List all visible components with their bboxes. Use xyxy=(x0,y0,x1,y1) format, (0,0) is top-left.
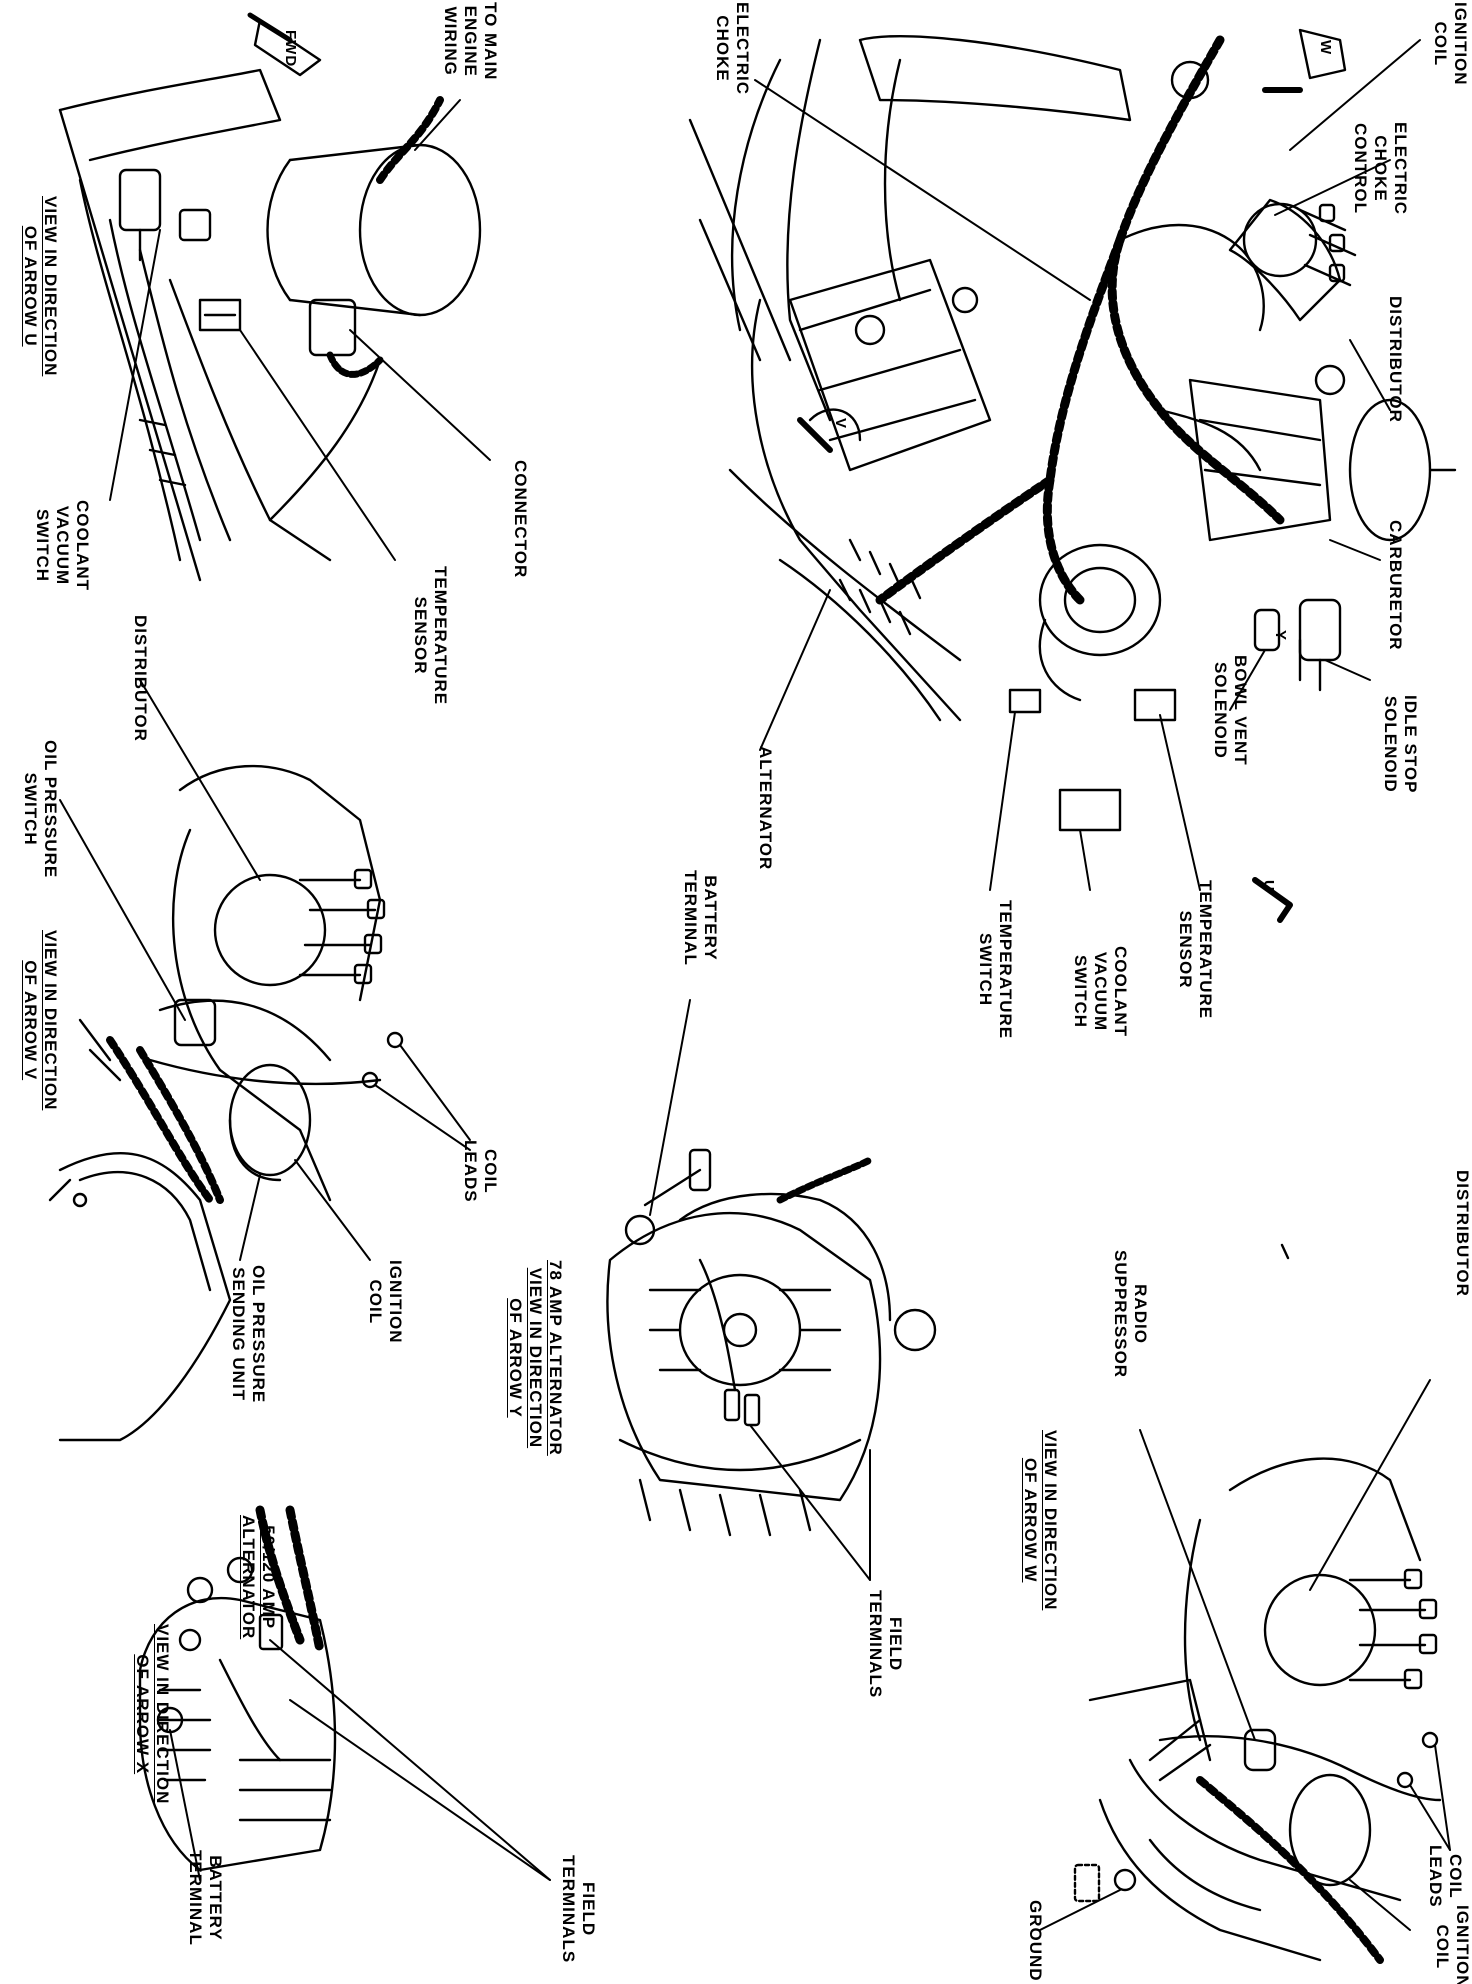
label-distributor-main: DISTRIBUTOR xyxy=(1386,296,1405,423)
label-oil-pressure-sending-unit: OIL PRESSURE SENDING UNIT xyxy=(229,1265,268,1404)
label-carburetor: CARBURETOR xyxy=(1386,520,1405,651)
caption-view-x: VIEW IN DIRECTION OF ARROW X xyxy=(133,1624,172,1805)
label-electric-choke-control: ELECTRIC CHOKE CONTROL xyxy=(1351,122,1410,215)
label-temperature-sensor-u: TEMPERATURE SENSOR xyxy=(411,566,450,706)
arrow-w-label: W xyxy=(1317,40,1334,56)
label-field-terminals-x: FIELD TERMINALS xyxy=(559,1855,598,1964)
view-u xyxy=(58,12,482,582)
label-coolant-vacuum-switch-main: COOLANT VACUUM SWITCH xyxy=(1071,946,1130,1038)
label-to-main-engine-wiring: TO MAIN ENGINE WIRING xyxy=(441,2,500,81)
label-coil-leads-w: COIL LEADS xyxy=(1426,1845,1465,1908)
label-coil-leads-v: COIL LEADS xyxy=(461,1140,500,1203)
label-idle-stop-solenoid: IDLE STOP SOLENOID xyxy=(1381,695,1420,794)
label-oil-pressure-switch: OIL PRESSURE SWITCH xyxy=(21,740,60,879)
caption-view-v: VIEW IN DIRECTION OF ARROW V xyxy=(21,930,60,1111)
arrow-y-label: Y xyxy=(1272,630,1289,642)
label-field-terminals-y: FIELD TERMINALS xyxy=(866,1590,905,1699)
view-v-leader-lines xyxy=(59,679,471,1261)
label-battery-terminal-x: BATTERY TERMINAL xyxy=(186,1850,225,1946)
label-distributor-v: DISTRIBUTOR xyxy=(131,615,150,742)
label-distributor-w: DISTRIBUTOR xyxy=(1453,1170,1472,1297)
view-u-leader-lines xyxy=(109,99,491,561)
label-electric-choke: ELECTRIC CHOKE xyxy=(713,2,752,95)
arrow-fwd-label: FWD xyxy=(282,30,299,68)
view-x xyxy=(138,1505,337,1872)
caption-view-w: VIEW IN DIRECTION OF ARROW W xyxy=(1021,1430,1060,1611)
label-temperature-switch: TEMPERATURE SWITCH xyxy=(976,900,1015,1040)
label-temperature-sensor-main: TEMPERATURE SENSOR xyxy=(1176,880,1215,1020)
main-leader-lines xyxy=(754,39,1421,891)
caption-view-x-title: 50/120 AMP ALTERNATOR xyxy=(239,1515,278,1640)
view-w xyxy=(1073,1243,1442,1964)
label-bowl-vent-solenoid: BOWL VENT SOLENOID xyxy=(1211,655,1250,766)
view-w-leader-lines xyxy=(1039,1379,1451,1931)
label-ignition-coil-v: IGNITION COIL xyxy=(366,1260,405,1344)
label-ground: GROUND xyxy=(1026,1900,1045,1982)
arrow-u-label: U xyxy=(1260,880,1277,892)
main-engine-view xyxy=(688,28,1457,923)
label-ignition-coil-main: IGNITION COIL xyxy=(1431,2,1470,86)
arrow-v-label: V xyxy=(832,418,849,430)
label-battery-terminal-y: BATTERY TERMINAL xyxy=(681,870,720,966)
label-coolant-vacuum-switch-u: COOLANT VACUUM SWITCH xyxy=(33,500,92,592)
label-alternator-main: ALTERNATOR xyxy=(756,746,775,871)
view-y xyxy=(606,1148,937,1537)
label-ignition-coil-w: IGNITION COIL xyxy=(1433,1905,1472,1984)
label-connector: CONNECTOR xyxy=(511,460,530,579)
caption-view-y: 78 AMP ALTERNATOR VIEW IN DIRECTION OF A… xyxy=(506,1260,565,1456)
label-radio-suppressor: RADIO SUPPRESSOR xyxy=(1111,1250,1150,1379)
view-y-leader-lines xyxy=(649,999,871,1581)
caption-view-u: VIEW IN DIRECTION OF ARROW U xyxy=(21,196,60,377)
view-x-leader-lines xyxy=(169,1639,551,1881)
view-v xyxy=(48,764,404,1442)
